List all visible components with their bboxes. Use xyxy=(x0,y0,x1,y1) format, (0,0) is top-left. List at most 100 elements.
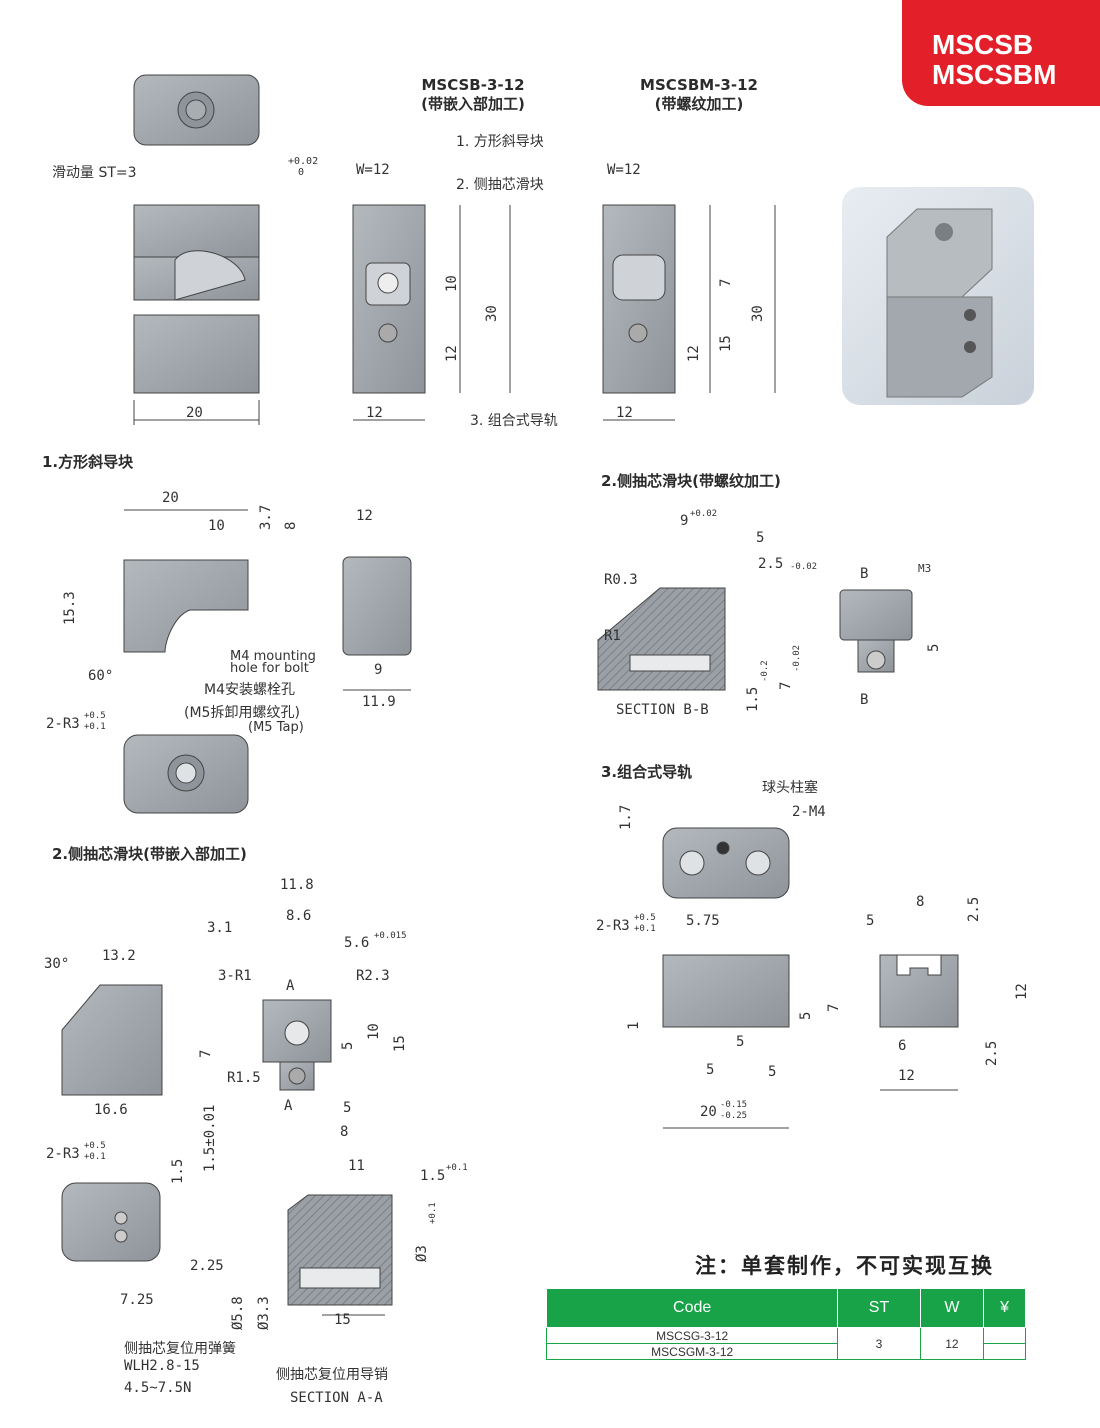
part-1-label: 1. 方形斜导块 xyxy=(456,134,544,150)
s2a-d5b: 5 xyxy=(343,1100,352,1116)
s3-d20: 20 xyxy=(700,1104,717,1120)
s1-r3-tol2: +0.1 xyxy=(84,722,106,732)
s2b-d5: 5 xyxy=(756,530,765,546)
s2a-d86: 8.6 xyxy=(286,908,312,924)
product-badge: MSCSB MSCSBM xyxy=(902,0,1100,106)
s2a-pin: 侧抽芯复位用导销 xyxy=(276,1367,388,1383)
col-w: W xyxy=(919,1288,985,1328)
s2a-spring: 侧抽芯复位用弹簧 xyxy=(124,1341,236,1357)
section-1-heading: 1.方形斜导块 xyxy=(42,453,134,471)
s3-d17: 1.7 xyxy=(618,804,634,830)
s2a-r3-tol1: +0.5 xyxy=(84,1141,106,1151)
s3-e25: 2.5 xyxy=(966,896,982,922)
product-photo xyxy=(842,187,1034,405)
code-cell: MSCSGM-3-12 xyxy=(545,1343,839,1360)
slide-tol2: 0 xyxy=(298,167,305,178)
s2a-d15c: 1.5 xyxy=(420,1168,446,1184)
s3-d5b: 5 xyxy=(736,1034,745,1050)
col-code: Code xyxy=(545,1288,839,1328)
s2a-d3: Ø3 xyxy=(414,1245,430,1262)
title-mscsb-sub: (带嵌入部加工) xyxy=(421,95,525,113)
section-2b-heading: 2.侧抽芯滑块(带螺纹加工) xyxy=(601,472,781,490)
s1-r3: 2-R3 xyxy=(46,716,80,732)
s2a-d15tol: 1.5±0.01 xyxy=(202,1104,218,1172)
col-price: ¥ xyxy=(983,1288,1026,1328)
s3-ball: 球头柱塞 xyxy=(762,780,818,796)
s2a-r3: 2-R3 xyxy=(46,1146,80,1162)
slide-tol: +0.02 xyxy=(288,156,319,167)
bot-12-bm: 12 xyxy=(616,405,633,421)
s3-d20-tol2: -0.25 xyxy=(720,1111,748,1121)
s3-r3: 2-R3 xyxy=(596,918,630,934)
slide-amount: 滑动量 ST=3 xyxy=(52,165,137,181)
s3-m4: 2-M4 xyxy=(792,804,826,820)
s2a-d31: 3.1 xyxy=(207,920,233,936)
s1-m5-cn: (M5拆卸用螺纹孔) xyxy=(184,705,300,721)
s3-e12: 12 xyxy=(1014,983,1030,1000)
section-3-heading: 3.组合式导轨 xyxy=(601,763,693,781)
title-mscsb-code: MSCSB-3-12 xyxy=(421,76,525,94)
s2a-d10: 10 xyxy=(366,1023,382,1040)
title-mscsb: MSCSB-3-12 (带嵌入部加工) xyxy=(388,76,558,114)
s2b-d7-tol: -0.02 xyxy=(792,644,802,672)
s1-d20: 20 xyxy=(162,490,179,506)
price-cell xyxy=(983,1343,1026,1360)
s3-d575: 5.75 xyxy=(686,913,720,929)
price-cell xyxy=(983,1327,1026,1344)
s1-d8: 8 xyxy=(283,521,299,530)
s2b-d15: 1.5 xyxy=(745,686,761,712)
section-2a-heading: 2.侧抽芯滑块(带嵌入部加工) xyxy=(52,845,247,863)
s2a-d7: 7 xyxy=(198,1049,214,1058)
s2b-d5b: 5 xyxy=(926,643,942,652)
s1-m4-en-1: M4 mounting xyxy=(230,649,316,664)
table-row: MSCSG-3-12 3 12 xyxy=(545,1327,1026,1360)
s2a-d118: 11.8 xyxy=(280,877,314,893)
dim-20: 20 xyxy=(186,405,203,421)
s1-d9: 9 xyxy=(374,662,383,678)
s2a-r3-tol2: +0.1 xyxy=(84,1152,106,1162)
s2a-d5: 5 xyxy=(340,1041,356,1050)
s2a-d15: 15 xyxy=(392,1035,408,1052)
spec-table: Code ST W ¥ MSCSG-3-12 3 12 MSCSGM-3-12 xyxy=(545,1288,1026,1360)
badge-line-1: MSCSB xyxy=(932,29,1034,60)
s3-d7: 7 xyxy=(826,1003,842,1012)
s2a-r23: R2.3 xyxy=(356,968,390,984)
s3-d5d: 5 xyxy=(768,1064,777,1080)
s2b-d9-tol: +0.02 xyxy=(690,509,718,519)
s2a-d56: 5.6 xyxy=(344,935,370,951)
dim-7: 7 xyxy=(718,278,734,287)
dim-30: 30 xyxy=(484,305,500,322)
s2a-d33: Ø3.3 xyxy=(256,1296,272,1330)
s2a-d11: 11 xyxy=(348,1158,365,1174)
s3-e8: 8 xyxy=(916,894,925,910)
title-mscsbm: MSCSBM-3-12 (带螺纹加工) xyxy=(614,76,784,114)
s1-d10: 10 xyxy=(208,518,225,534)
s3-r3-tol1: +0.5 xyxy=(634,913,656,923)
w-mscsb: W=12 xyxy=(356,162,390,178)
s3-d20-tol1: -0.15 xyxy=(720,1100,748,1110)
part-3-label: 3. 组合式导轨 xyxy=(470,413,558,429)
s1-m4-en-2: hole for bolt xyxy=(230,661,309,676)
dim-12: 12 xyxy=(444,345,460,362)
s2b-b1: B xyxy=(860,566,869,582)
s2b-d15-tol: -0.2 xyxy=(760,660,770,682)
s2a-a: A xyxy=(286,978,295,994)
s1-d12: 12 xyxy=(356,508,373,524)
s2a-spring-force: 4.5~7.5N xyxy=(124,1380,192,1396)
bot-12-b: 12 xyxy=(366,405,383,421)
table-row: MSCSGM-3-12 xyxy=(545,1343,1026,1360)
part-2-label: 2. 侧抽芯滑块 xyxy=(456,177,544,193)
s2a-30deg: 30° xyxy=(44,956,70,972)
s2a-d56-tol: +0.015 xyxy=(374,931,407,941)
s2b-b2: B xyxy=(860,692,869,708)
s1-m5-en: (M5 Tap) xyxy=(248,720,304,735)
s2a-d132: 13.2 xyxy=(102,948,136,964)
code-cell: MSCSG-3-12 xyxy=(545,1327,839,1344)
s3-d1: 1 xyxy=(626,1021,642,1030)
s2a-d15b: 1.5 xyxy=(170,1158,186,1184)
s1-m4-cn: M4安装螺栓孔 xyxy=(204,682,295,698)
s2a-d15c-tol: +0.1 xyxy=(446,1163,468,1173)
s2a-d166: 16.6 xyxy=(94,1102,128,1118)
col-st: ST xyxy=(837,1288,921,1328)
s3-e25b: 2.5 xyxy=(984,1040,1000,1066)
